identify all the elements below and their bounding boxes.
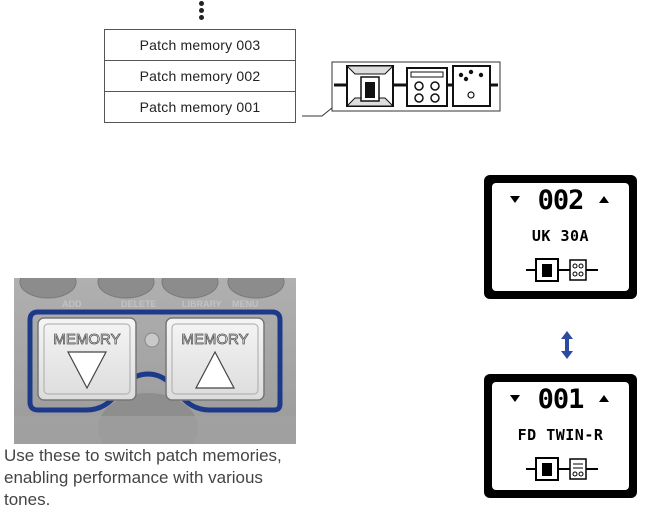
patch-memory-item: Patch memory 002 (105, 60, 295, 91)
svg-text:MENU: MENU (232, 299, 259, 309)
mic-block-icon (452, 65, 491, 107)
patch-name: FD TWIN-R (517, 426, 604, 444)
amp-block-icon (345, 65, 395, 107)
up-down-arrow-icon (561, 331, 573, 359)
lcd-screen-patch-001: 001 FD TWIN-R (484, 374, 637, 498)
triangle-down-icon (510, 395, 520, 402)
effect-chain-icon (526, 258, 598, 282)
patch-name: UK 30A (531, 227, 590, 245)
caption-text: Use these to switch patch memories, enab… (4, 446, 282, 509)
svg-text:MEMORY: MEMORY (53, 331, 120, 348)
cabinet-block-icon (406, 67, 448, 107)
triangle-up-icon (599, 395, 609, 402)
effect-chain-callout (302, 61, 501, 117)
svg-text:LIBRARY: LIBRARY (182, 299, 222, 309)
patch-memory-item: Patch memory 001 (105, 91, 295, 122)
pedal-memory-switches: ADD DELETE LIBRARY MENU MEMORY MEMORY (0, 265, 296, 463)
patch-number: 002 (537, 185, 585, 216)
triangle-up-icon (599, 196, 609, 203)
memory-up-button[interactable]: MEMORY (165, 317, 265, 401)
svg-text:ADD: ADD (62, 299, 82, 309)
patch-memory-list: Patch memory 003 Patch memory 002 Patch … (104, 29, 296, 123)
effect-chain-icon (526, 457, 598, 481)
triangle-down-icon (510, 196, 520, 203)
svg-text:DELETE: DELETE (121, 299, 157, 309)
more-vertical-icon (196, 1, 206, 23)
triangle-down-icon (67, 351, 107, 390)
svg-text:MEMORY: MEMORY (181, 331, 248, 348)
patch-memory-item: Patch memory 003 (139, 37, 261, 53)
lcd-screen-patch-002: 002 UK 30A (484, 175, 637, 299)
patch-number: 001 (537, 384, 585, 415)
memory-down-button[interactable]: MEMORY (37, 317, 137, 401)
triangle-up-icon (195, 350, 235, 389)
